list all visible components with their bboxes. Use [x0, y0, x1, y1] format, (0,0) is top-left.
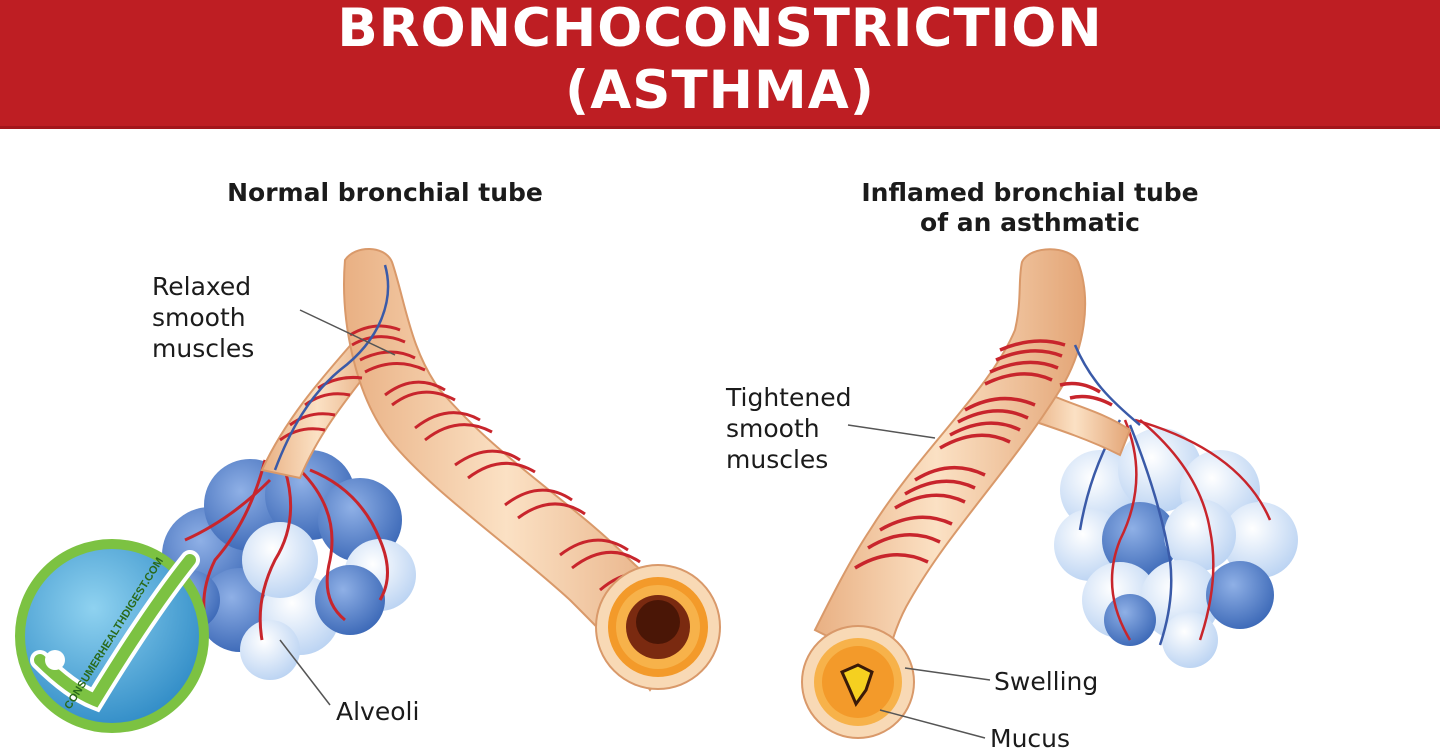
pointer-lines-left	[279, 309, 396, 706]
alveoli-cluster-inflamed	[1054, 428, 1298, 668]
tightened-label-line3: muscles	[726, 445, 829, 474]
consumer-health-digest-logo: CONSUMERHEALTHDIGEST.COM	[15, 539, 209, 733]
cross-section-inflamed	[801, 625, 915, 739]
alveoli-vessels-normal	[184, 459, 389, 641]
tightened-label-line1: Tightened	[726, 383, 852, 412]
inflamed-tube-heading-line2: of an asthmatic	[920, 208, 1140, 237]
page-title: BRONCHOCONSTRICTION	[337, 0, 1103, 59]
relaxed-label-line1: Relaxed	[152, 272, 252, 301]
normal-tube-heading: Normal bronchial tube	[227, 178, 543, 207]
title-banner	[0, 0, 1440, 129]
cross-section-normal	[595, 564, 721, 690]
relaxed-label-line3: muscles	[152, 334, 255, 363]
swelling-label: Swelling	[994, 667, 1099, 696]
relaxed-label-line2: smooth	[152, 303, 246, 332]
blood-vessel-inflamed	[1073, 344, 1141, 426]
bronchiole-branch-inflamed	[1028, 388, 1132, 457]
blood-vessel-normal	[273, 264, 390, 471]
alveoli-label: Alveoli	[336, 697, 420, 726]
mucus-label: Mucus	[990, 724, 1071, 753]
smooth-muscle-bands-inflamed	[854, 339, 1113, 570]
tightened-label-line2: smooth	[726, 414, 820, 443]
bronchial-tube-inflamed	[813, 248, 1087, 667]
page-subtitle: (ASTHMA)	[565, 60, 875, 121]
pointer-lines-right	[847, 424, 991, 739]
inflamed-tube-heading-line1: Inflamed bronchial tube	[861, 178, 1199, 207]
